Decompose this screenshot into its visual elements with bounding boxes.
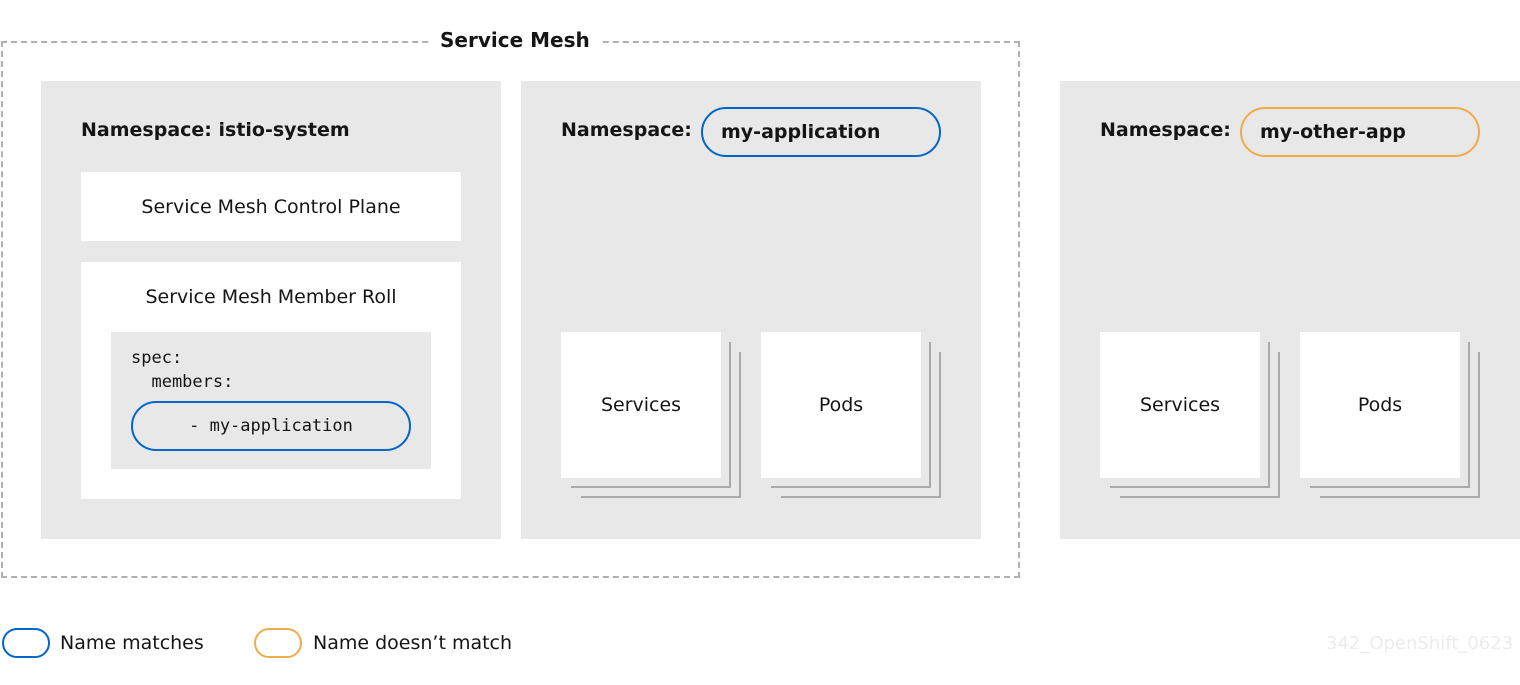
watermark: 342_OpenShift_0623 <box>1326 633 1514 654</box>
legend-nomatch-label: Name doesn’t match <box>313 632 513 654</box>
namespace-label: Namespace: <box>561 119 692 141</box>
namespace-name-pill-match: my-application <box>701 107 941 157</box>
stack-shadow <box>781 352 941 498</box>
service-mesh-title: Service Mesh <box>430 28 600 52</box>
services-card: Services <box>561 332 721 478</box>
stack-shadow <box>1320 352 1480 498</box>
member-roll-title: Service Mesh Member Roll <box>145 286 397 308</box>
namespace-name-pill-nomatch: my-other-app <box>1240 107 1480 157</box>
namespace-label: Namespace: <box>1100 119 1231 141</box>
legend-match-swatch <box>2 628 50 658</box>
legend-match-label: Name matches <box>60 632 204 654</box>
control-plane-box: Service Mesh Control Plane <box>81 172 461 241</box>
pods-card: Pods <box>761 332 921 478</box>
namespace-label: Namespace: istio-system <box>81 119 350 141</box>
code-line: spec: <box>131 348 183 368</box>
stack-shadow <box>581 352 741 498</box>
member-roll-spec: spec: members: - my-application <box>111 332 431 469</box>
pods-card: Pods <box>1300 332 1460 478</box>
stack-shadow <box>1310 342 1470 488</box>
stack-shadow <box>571 342 731 488</box>
legend-nomatch-swatch <box>254 628 302 658</box>
stack-shadow <box>1120 352 1280 498</box>
services-card: Services <box>1100 332 1260 478</box>
stack-shadow <box>1110 342 1270 488</box>
stack-shadow <box>771 342 931 488</box>
member-entry-pill: - my-application <box>131 401 411 451</box>
code-line: members: <box>131 372 234 392</box>
